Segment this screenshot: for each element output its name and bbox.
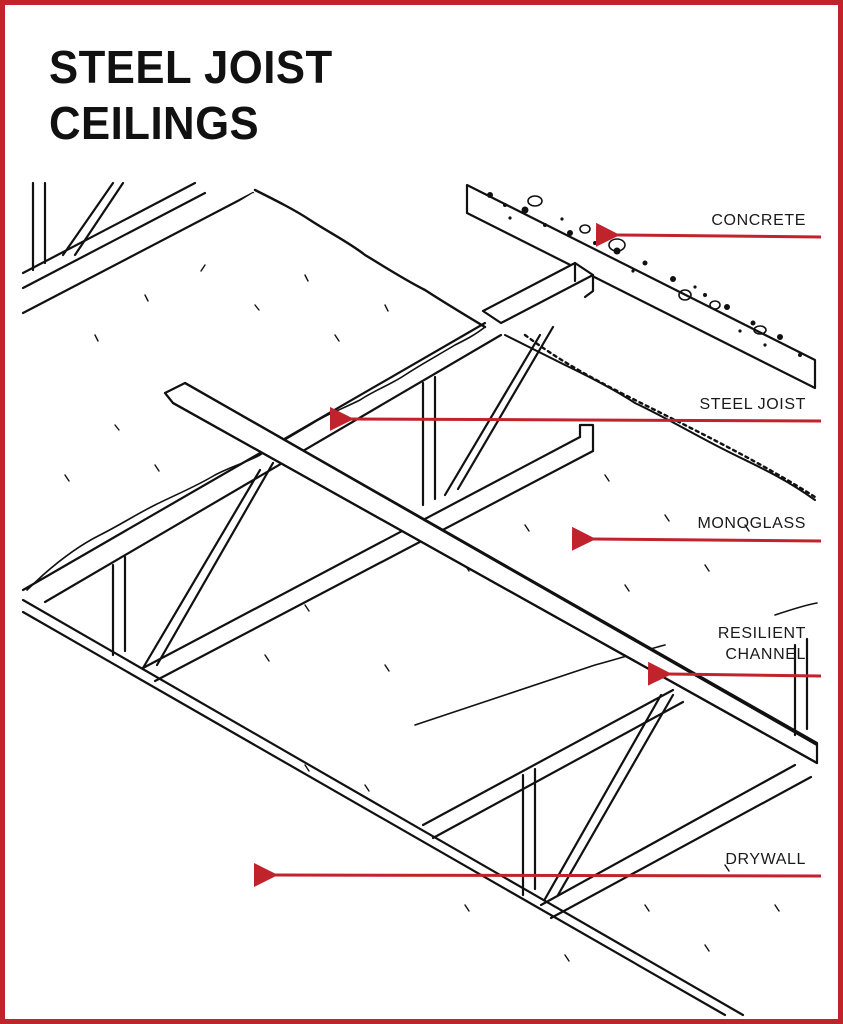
label-drywall: DRYWALL bbox=[725, 851, 806, 868]
label-resilient-channel-line-1: RESILIENT bbox=[717, 625, 806, 642]
steel-joist-arrow bbox=[329, 406, 822, 431]
upper-joist-lines bbox=[21, 181, 255, 315]
diagram-title: STEEL JOIST CEILINGS bbox=[49, 39, 333, 151]
monoglass-insulation bbox=[23, 188, 818, 962]
concrete-arrow bbox=[595, 222, 822, 247]
label-steel-joist: STEEL JOIST bbox=[699, 396, 806, 413]
title-line-1: STEEL JOIST bbox=[49, 41, 333, 93]
drywall-arrow bbox=[253, 862, 822, 887]
concrete-texture bbox=[487, 192, 802, 357]
steel-joist-ceiling-illustration bbox=[21, 181, 822, 1017]
steel-joist-center bbox=[21, 261, 595, 683]
monoglass-arrow bbox=[571, 526, 822, 551]
label-monoglass: MONOGLASS bbox=[697, 515, 806, 532]
concrete-slab bbox=[465, 183, 817, 390]
steel-joist-lower bbox=[421, 637, 813, 920]
title-line-2: CEILINGS bbox=[49, 97, 260, 149]
label-resilient-channel-line-2: CHANNEL bbox=[725, 646, 806, 663]
callout-arrows bbox=[253, 222, 822, 887]
label-concrete: CONCRETE bbox=[711, 212, 806, 229]
label-resilient-channel: RESILIENT CHANNEL bbox=[718, 623, 806, 665]
drywall-panel bbox=[21, 598, 745, 1017]
resilient-channel-arrow bbox=[647, 661, 822, 686]
resilient-channel bbox=[163, 381, 819, 765]
